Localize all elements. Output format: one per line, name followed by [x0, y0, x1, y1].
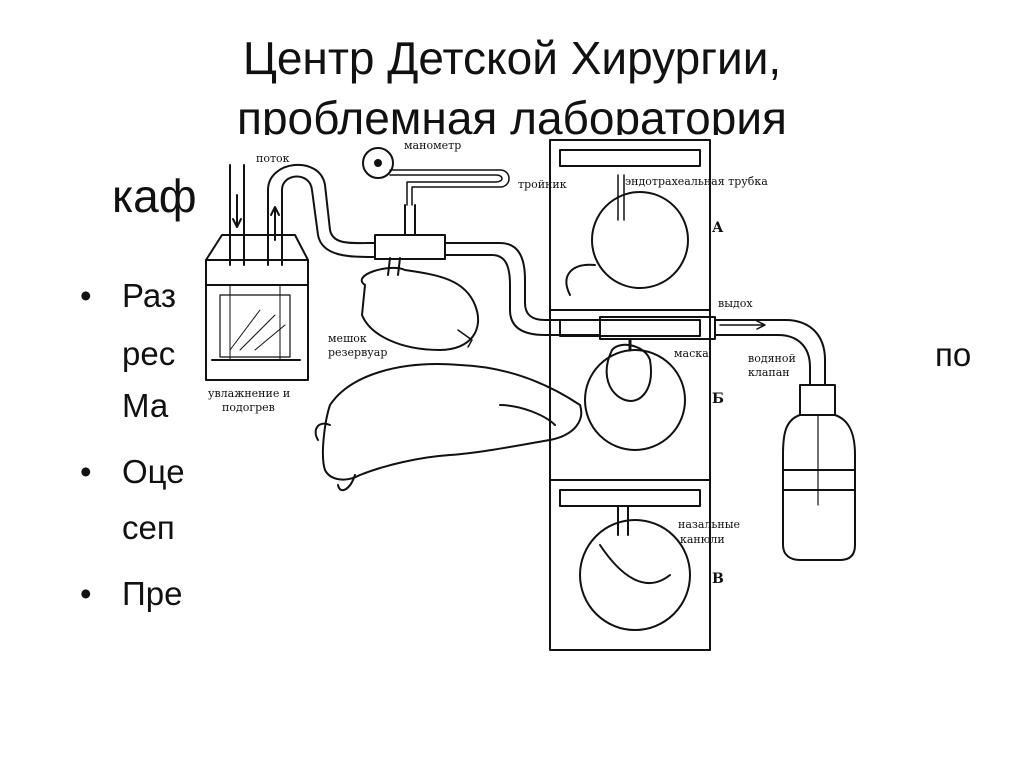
label-mask: маска — [674, 347, 709, 360]
bullet-marker: • — [80, 575, 92, 612]
bullet-3-line-1: Пре — [122, 575, 183, 612]
label-exhale: выдох — [718, 297, 753, 310]
slide-title-line-3: каф — [112, 170, 197, 222]
label-endotracheal-tube: эндотрахеальная трубка — [625, 175, 768, 188]
bullet-1-line-2: рес — [122, 335, 176, 372]
humidifier — [205, 164, 309, 381]
label-humidification-2: подогрев — [222, 401, 275, 414]
label-valve: клапан — [748, 366, 790, 379]
label-bag: мешок — [328, 332, 367, 345]
label-panel-a: А — [712, 220, 724, 236]
bullet-1-overflow-text: по — [935, 336, 972, 373]
bullet-2-line-1: Оце — [122, 453, 185, 490]
label-nasal-1: назальные — [678, 518, 740, 531]
slide-title-line-1: Центр Детской Хирургии, — [242, 32, 782, 84]
label-manometer: манометр — [404, 139, 461, 152]
label-panel-b: Б — [712, 391, 724, 407]
label-water: водяной — [748, 352, 796, 365]
label-nasal-2: канюли — [680, 533, 725, 546]
label-reservoir: резервуар — [328, 346, 387, 359]
bullet-1-line-1: Раз — [122, 277, 177, 314]
bullet-marker: • — [80, 453, 92, 490]
label-tee: тройник — [518, 178, 567, 191]
label-panel-c: В — [712, 571, 724, 587]
bullet-2-line-2: сеп — [122, 509, 175, 546]
label-humidification-1: увлажнение и — [208, 387, 290, 400]
cpap-diagram: поток манометр тройник эндотрахеальная т… — [200, 135, 860, 655]
label-flow: поток — [256, 152, 290, 165]
bullet-1-line-3: Ма — [122, 387, 169, 424]
bullet-marker: • — [80, 277, 92, 314]
